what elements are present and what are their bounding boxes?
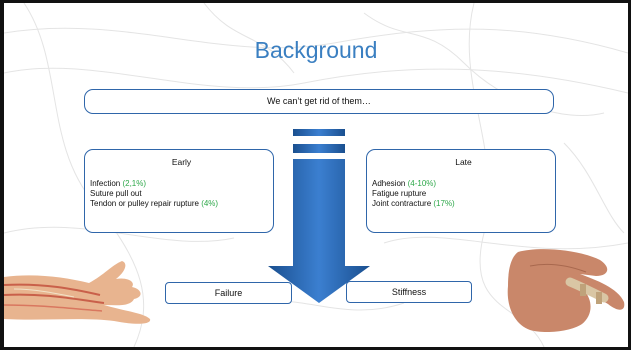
late-panel: Late Adhesion (4-10%) Fatigue rupture Jo… (366, 149, 556, 233)
early-item: Tendon or pulley repair rupture (4%) (90, 199, 273, 209)
early-item-text: Infection (90, 179, 123, 188)
early-heading: Early (171, 157, 192, 167)
late-item: Fatigue rupture (372, 189, 555, 199)
early-item-text: Tendon or pulley repair rupture (90, 199, 202, 208)
stiffness-label: Stiffness (391, 287, 427, 297)
late-item: Adhesion (4-10%) (372, 179, 555, 189)
stiffness-box: Stiffness (346, 281, 472, 303)
late-item-percent: (17%) (433, 199, 455, 208)
hand-anatomy-illustration (4, 261, 151, 324)
banner-text: We can’t get rid of them… (267, 96, 371, 106)
banner-box: We can’t get rid of them… (84, 89, 554, 114)
slide-title: Background (254, 37, 378, 63)
late-item-percent: (4-10%) (407, 179, 437, 188)
early-item-text: Suture pull out (90, 189, 142, 198)
late-item-text: Joint contracture (372, 199, 434, 208)
slide: Background We can’t get rid of them… Ear… (4, 3, 628, 347)
late-item-text: Adhesion (372, 179, 408, 188)
late-item: Joint contracture (17%) (372, 199, 555, 209)
early-item: Suture pull out (90, 189, 273, 199)
early-item-percent: (4%) (201, 199, 219, 208)
failure-label: Failure (214, 288, 243, 298)
late-item-text: Fatigue rupture (372, 189, 427, 198)
late-heading: Late (455, 157, 472, 167)
early-item: Infection (2,1%) (90, 179, 273, 189)
failure-box: Failure (165, 282, 292, 304)
finger-splint-photo (507, 249, 625, 332)
early-panel: Early Infection (2,1%) Suture pull out T… (84, 149, 274, 233)
early-item-percent: (2,1%) (122, 179, 147, 188)
